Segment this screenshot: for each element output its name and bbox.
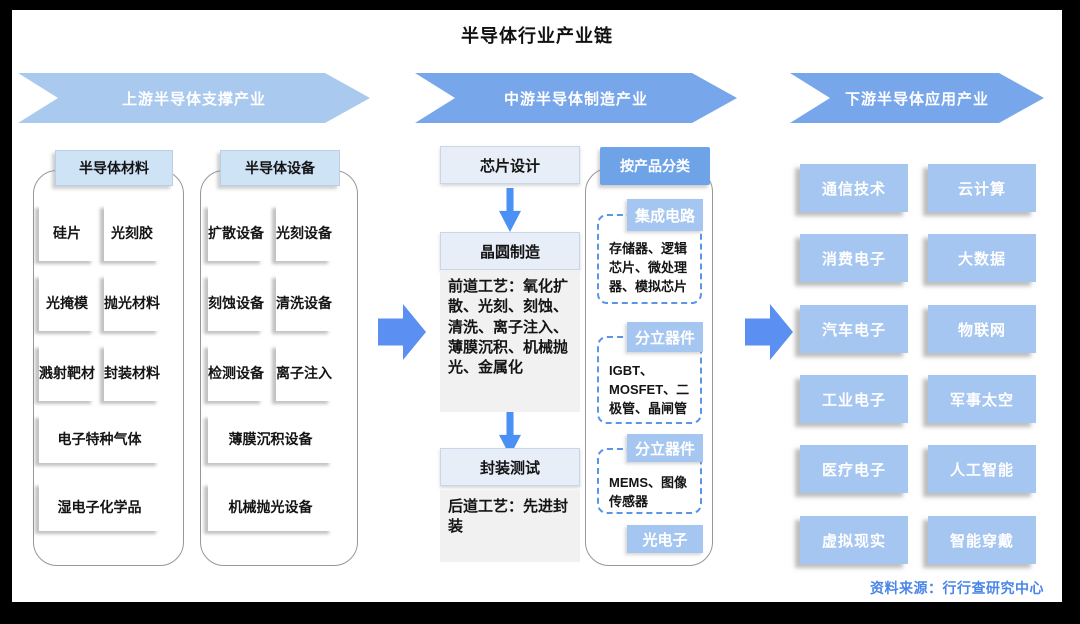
application-item: 虚拟现实 [800, 516, 908, 564]
application-item: 消费电子 [800, 234, 908, 282]
diagram-title: 半导体行业产业链 [461, 26, 613, 46]
material-item: 封装材料 [104, 345, 160, 401]
flow-step-package-test-desc: 后道工艺：先进封装 [440, 490, 580, 562]
material-item: 溅射靶材 [39, 345, 95, 401]
material-item: 电子特种气体 [39, 415, 160, 463]
material-item: 光掩模 [39, 275, 95, 331]
equipment-group-header-label: 半导体设备 [245, 160, 315, 176]
right-arrow-icon [378, 304, 426, 360]
material-item: 湿电子化学品 [39, 483, 160, 531]
banner-upstream-label: 上游半导体支撑产业 [121, 90, 266, 108]
category-label-discrete: 分立器件 [627, 322, 703, 352]
equipment-item: 光刻设备 [276, 205, 332, 261]
banner-midstream: 中游半导体制造产业 [415, 73, 737, 123]
application-item: 人工智能 [928, 445, 1036, 493]
flow-step-wafer-fab: 晶圆制造 [440, 232, 580, 270]
application-item: 汽车电子 [800, 305, 908, 353]
source-note: 资料来源：行行查研究中心 [870, 580, 1044, 596]
down-arrow-icon [499, 188, 521, 232]
equipment-item: 检测设备 [208, 345, 264, 401]
application-item: 大数据 [928, 234, 1036, 282]
category-label-ic: 集成电路 [627, 199, 703, 231]
application-item: 工业电子 [800, 375, 908, 423]
flow-step-chip-design: 芯片设计 [440, 146, 580, 184]
materials-group-header-label: 半导体材料 [79, 160, 149, 176]
application-item: 智能穿戴 [928, 516, 1036, 564]
application-item: 物联网 [928, 305, 1036, 353]
banner-midstream-label: 中游半导体制造产业 [503, 90, 648, 108]
category-label-optoelectronics: 光电子 [627, 525, 703, 553]
equipment-item: 机械抛光设备 [208, 483, 333, 531]
by-product-header: 按产品分类 [600, 147, 710, 185]
category-desc-ic: 存储器、逻辑芯片、微处理器、模拟芯片 [597, 214, 702, 304]
right-arrow-icon [745, 304, 793, 360]
equipment-group-header: 半导体设备 [220, 150, 340, 186]
equipment-item: 清洗设备 [276, 275, 332, 331]
diagram-canvas: 半导体行业产业链 上游半导体支撑产业 中游半导体制造产业 下游半导体应用产业 半… [12, 10, 1062, 602]
application-item: 通信技术 [800, 164, 908, 212]
application-item: 军事太空 [928, 375, 1036, 423]
category-label-sensor: 分立器件 [627, 434, 703, 462]
material-item: 抛光材料 [104, 275, 160, 331]
banner-downstream-label: 下游半导体应用产业 [844, 90, 989, 108]
flow-step-package-test: 封装测试 [440, 448, 580, 486]
equipment-item: 离子注入 [276, 345, 332, 401]
material-item: 硅片 [39, 205, 95, 261]
application-item: 云计算 [928, 164, 1036, 212]
flow-step-wafer-fab-desc: 前道工艺：氧化扩散、光刻、刻蚀、清洗、离子注入、薄膜沉积、机械抛光、金属化 [440, 270, 580, 412]
equipment-item: 刻蚀设备 [208, 275, 264, 331]
equipment-item: 薄膜沉积设备 [208, 415, 333, 463]
equipment-item: 扩散设备 [208, 205, 264, 261]
application-item: 医疗电子 [800, 445, 908, 493]
banner-upstream: 上游半导体支撑产业 [18, 73, 370, 123]
banner-downstream: 下游半导体应用产业 [790, 73, 1044, 123]
materials-group-header: 半导体材料 [55, 150, 173, 186]
material-item: 光刻胶 [104, 205, 160, 261]
